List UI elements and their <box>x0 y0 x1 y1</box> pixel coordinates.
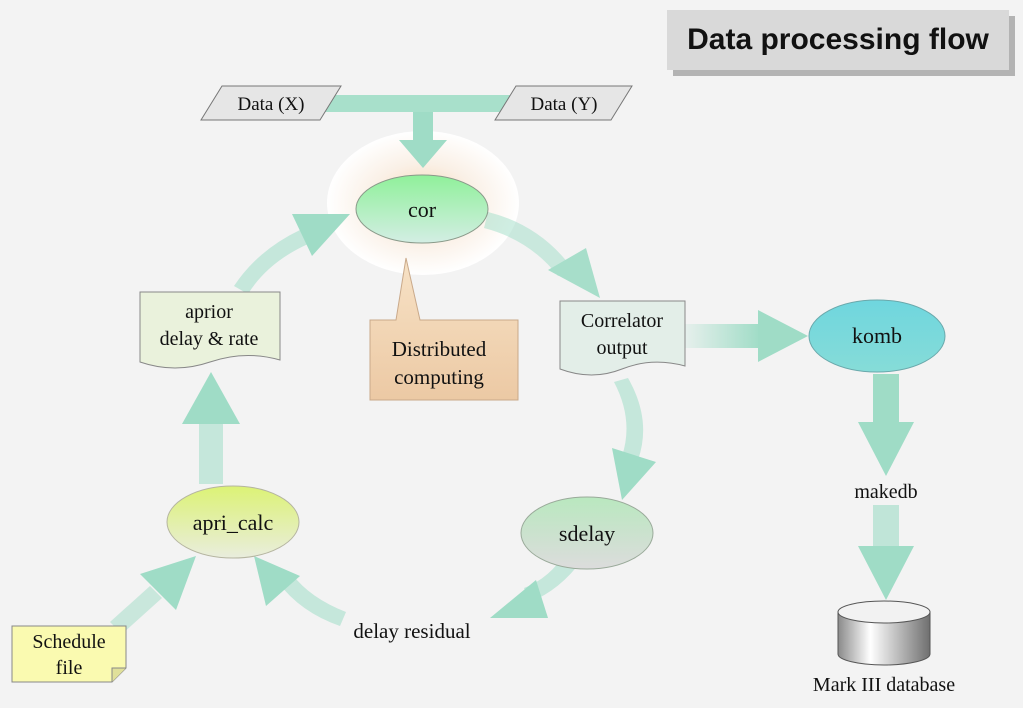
correlator-line1: Correlator <box>581 310 664 332</box>
database-node: Mark III database <box>813 600 955 696</box>
cor-node: cor <box>355 174 489 244</box>
arrow-apricalc-to-aprior <box>182 372 240 484</box>
correlator-line2: output <box>596 337 648 359</box>
arrow-correlator-to-komb <box>685 310 808 362</box>
cor-label: cor <box>408 197 437 222</box>
data-x-label: Data (X) <box>238 94 305 115</box>
title-box: Data processing flow <box>667 10 1009 70</box>
data-y-label: Data (Y) <box>531 94 598 115</box>
schedule-line2: file <box>56 657 83 679</box>
schedule-file-node: Schedule file <box>11 625 127 683</box>
distributed-line1: Distributed <box>392 337 487 361</box>
schedule-line1: Schedule <box>32 631 105 653</box>
aprior-node: aprior delay & rate <box>139 291 281 369</box>
arrow-komb-to-makedb <box>858 374 914 476</box>
aprior-line1: aprior <box>185 301 233 323</box>
makedb-label: makedb <box>854 481 917 503</box>
apri-calc-label: apri_calc <box>193 510 274 535</box>
distributed-computing-callout: Distributed computing <box>369 257 519 401</box>
database-label: Mark III database <box>813 674 955 696</box>
arrow-schedule-to-apricalc <box>110 556 196 634</box>
komb-node: komb <box>808 299 946 373</box>
arrow-correlator-to-sdelay <box>612 378 656 500</box>
arrow-residual-to-apricalc <box>254 556 346 626</box>
sdelay-label: sdelay <box>559 521 615 546</box>
diagram-title: Data processing flow <box>687 23 989 56</box>
arrow-cor-to-correlator <box>484 212 600 298</box>
apri-calc-node: apri_calc <box>166 485 300 559</box>
data-join-arrow <box>325 95 520 168</box>
delay-residual-label: delay residual <box>353 619 470 643</box>
aprior-line2: delay & rate <box>160 328 259 350</box>
distributed-line2: computing <box>394 365 484 389</box>
data-y-node: Data (Y) <box>494 85 633 121</box>
arrow-aprior-to-cor <box>234 214 350 294</box>
arrow-makedb-to-database <box>858 505 914 600</box>
sdelay-node: sdelay <box>520 496 654 570</box>
data-x-node: Data (X) <box>200 85 342 121</box>
komb-label: komb <box>852 323 902 348</box>
correlator-output-node: Correlator output <box>559 300 686 376</box>
